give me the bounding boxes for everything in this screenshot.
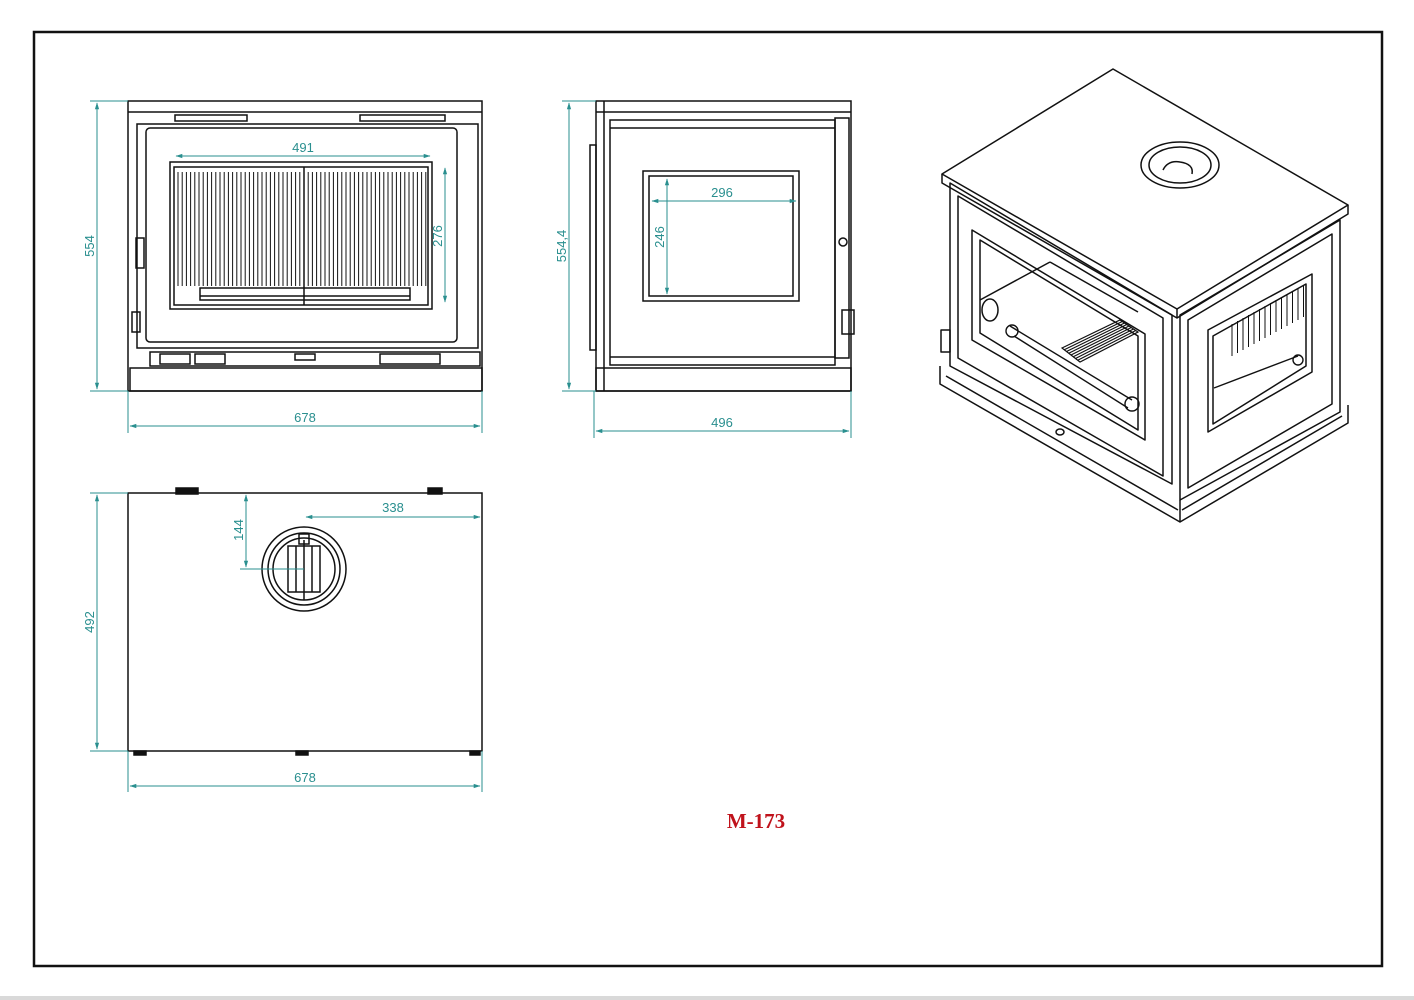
front-height-label: 554	[82, 235, 97, 257]
side-window-width-label: 296	[711, 185, 733, 200]
top-depth-label: 492	[82, 611, 97, 633]
top-view	[127, 487, 483, 756]
top-dimensions	[90, 492, 483, 792]
side-height-label: 554,4	[554, 230, 569, 263]
isometric-view	[939, 68, 1349, 523]
side-window-height-label: 246	[652, 226, 667, 248]
front-glass-width-label: 491	[292, 140, 314, 155]
iso-side-bars	[1231, 285, 1304, 356]
log-retainer-icon	[1005, 324, 1304, 412]
flue-collar-icon	[261, 526, 347, 612]
grate-bar-line	[1075, 328, 1134, 360]
top-flue-offset-x-label: 338	[382, 500, 404, 515]
side-depth-label: 496	[711, 415, 733, 430]
grate-bar-line	[1066, 322, 1125, 353]
model-label: M-173	[727, 809, 785, 833]
front-glass-bars	[177, 172, 427, 286]
grate-bar-line	[1063, 320, 1123, 351]
grate-bar-line	[1068, 323, 1128, 354]
sheet-border	[32, 30, 1384, 968]
top-width-label: 678	[294, 770, 316, 785]
front-glass-height-label: 276	[430, 225, 445, 247]
front-view	[127, 100, 483, 392]
grate-bar-line	[1070, 325, 1130, 356]
front-width-label: 678	[294, 410, 316, 425]
top-flue-offset-y-label: 144	[231, 519, 246, 541]
side-view	[589, 100, 855, 392]
bottom-scrollbar-strip	[0, 996, 1414, 1000]
grate-bar-line	[1077, 329, 1137, 361]
fire-grate-icon	[1060, 319, 1140, 363]
side-dimensions	[562, 100, 852, 438]
front-dimensions	[90, 100, 483, 433]
grate-bar-line	[1072, 326, 1132, 358]
